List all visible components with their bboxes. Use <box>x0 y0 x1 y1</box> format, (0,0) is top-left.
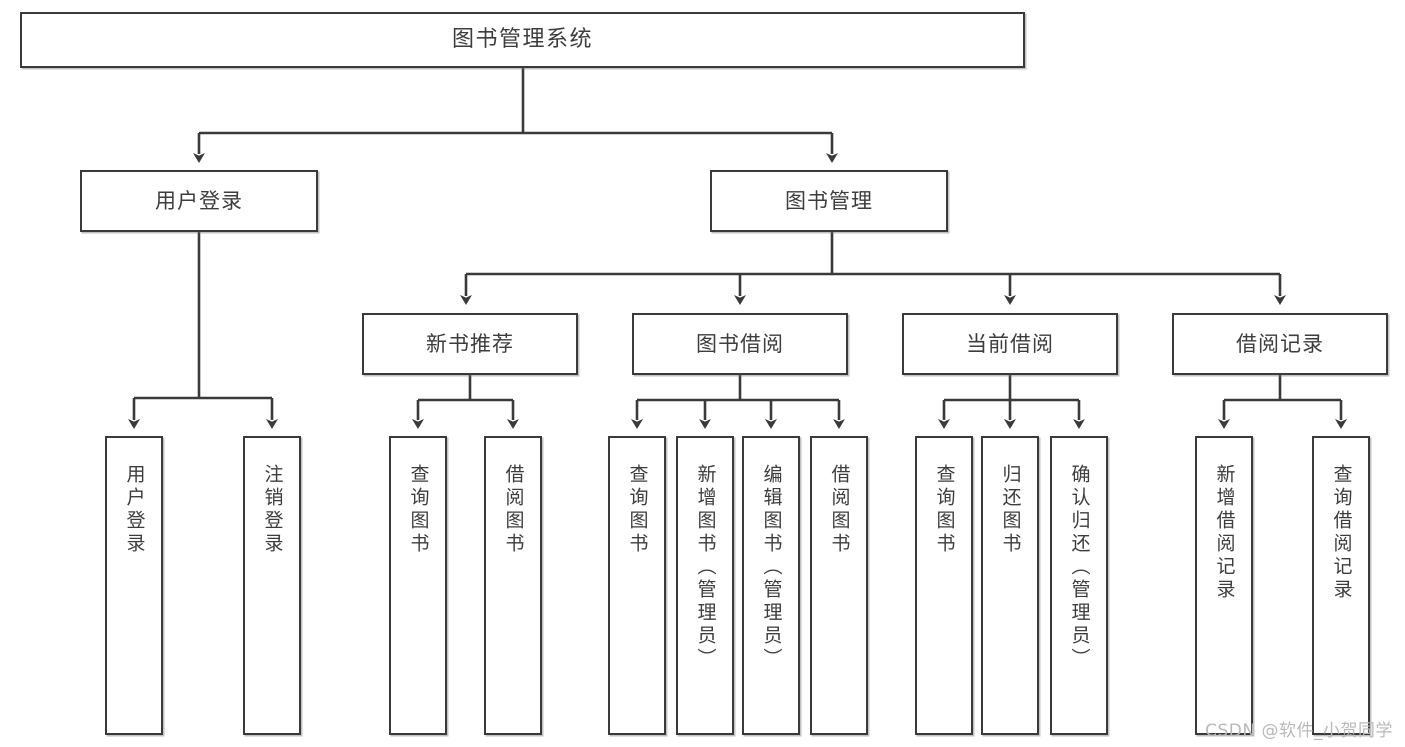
node-user-login[interactable]: 用户登录 <box>80 170 318 232</box>
leaf-newbook-borrow-book[interactable]: 借阅图书 <box>484 436 542 735</box>
leaf-newbook-query-book[interactable]: 查询图书 <box>389 436 447 735</box>
node-book-management[interactable]: 图书管理 <box>710 170 948 232</box>
leaf-currentborrow-confirm-return-admin[interactable]: 确认归还（管理员） <box>1050 436 1108 735</box>
node-current-borrow[interactable]: 当前借阅 <box>902 313 1118 375</box>
leaf-logout[interactable]: 注销登录 <box>243 436 301 735</box>
node-label: 图书借阅 <box>696 331 784 356</box>
node-label: 查询图书 <box>626 464 649 556</box>
node-label: 借阅记录 <box>1236 331 1324 356</box>
node-label: 确认归还（管理员） <box>1068 464 1091 671</box>
node-label: 借阅图书 <box>828 464 851 556</box>
leaf-bookborrow-add-book-admin[interactable]: 新增图书（管理员） <box>676 436 734 735</box>
node-book-borrow[interactable]: 图书借阅 <box>632 313 848 375</box>
leaf-bookborrow-borrow-book[interactable]: 借阅图书 <box>810 436 868 735</box>
node-root-book-management-system[interactable]: 图书管理系统 <box>20 12 1025 68</box>
node-label: 归还图书 <box>999 464 1022 556</box>
node-label: 当前借阅 <box>966 331 1054 356</box>
node-label: 新增图书（管理员） <box>694 464 717 671</box>
node-label: 新增借阅记录 <box>1213 464 1236 602</box>
node-label: 编辑图书（管理员） <box>760 464 783 671</box>
leaf-bookborrow-edit-book-admin[interactable]: 编辑图书（管理员） <box>742 436 800 735</box>
node-label: 查询图书 <box>933 464 956 556</box>
node-label: 借阅图书 <box>502 464 525 556</box>
node-label: 图书管理 <box>785 188 873 213</box>
csdn-watermark: CSDN @软件_小贺同学 <box>1205 721 1393 741</box>
node-label: 查询图书 <box>407 464 430 556</box>
node-label: 注销登录 <box>261 464 284 556</box>
leaf-borrowrecord-add-record[interactable]: 新增借阅记录 <box>1195 436 1253 735</box>
node-label: 用户登录 <box>123 464 146 556</box>
leaf-currentborrow-query-book[interactable]: 查询图书 <box>915 436 973 735</box>
leaf-currentborrow-return-book[interactable]: 归还图书 <box>981 436 1039 735</box>
node-label: 用户登录 <box>155 188 243 213</box>
node-new-book-recommend[interactable]: 新书推荐 <box>362 313 578 375</box>
leaf-borrowrecord-query-record[interactable]: 查询借阅记录 <box>1312 436 1370 735</box>
node-label: 新书推荐 <box>426 331 514 356</box>
node-borrow-record[interactable]: 借阅记录 <box>1172 313 1388 375</box>
leaf-bookborrow-query-book[interactable]: 查询图书 <box>608 436 666 735</box>
node-label: 图书管理系统 <box>451 27 593 53</box>
node-label: 查询借阅记录 <box>1330 464 1353 602</box>
leaf-user-login[interactable]: 用户登录 <box>105 436 163 735</box>
